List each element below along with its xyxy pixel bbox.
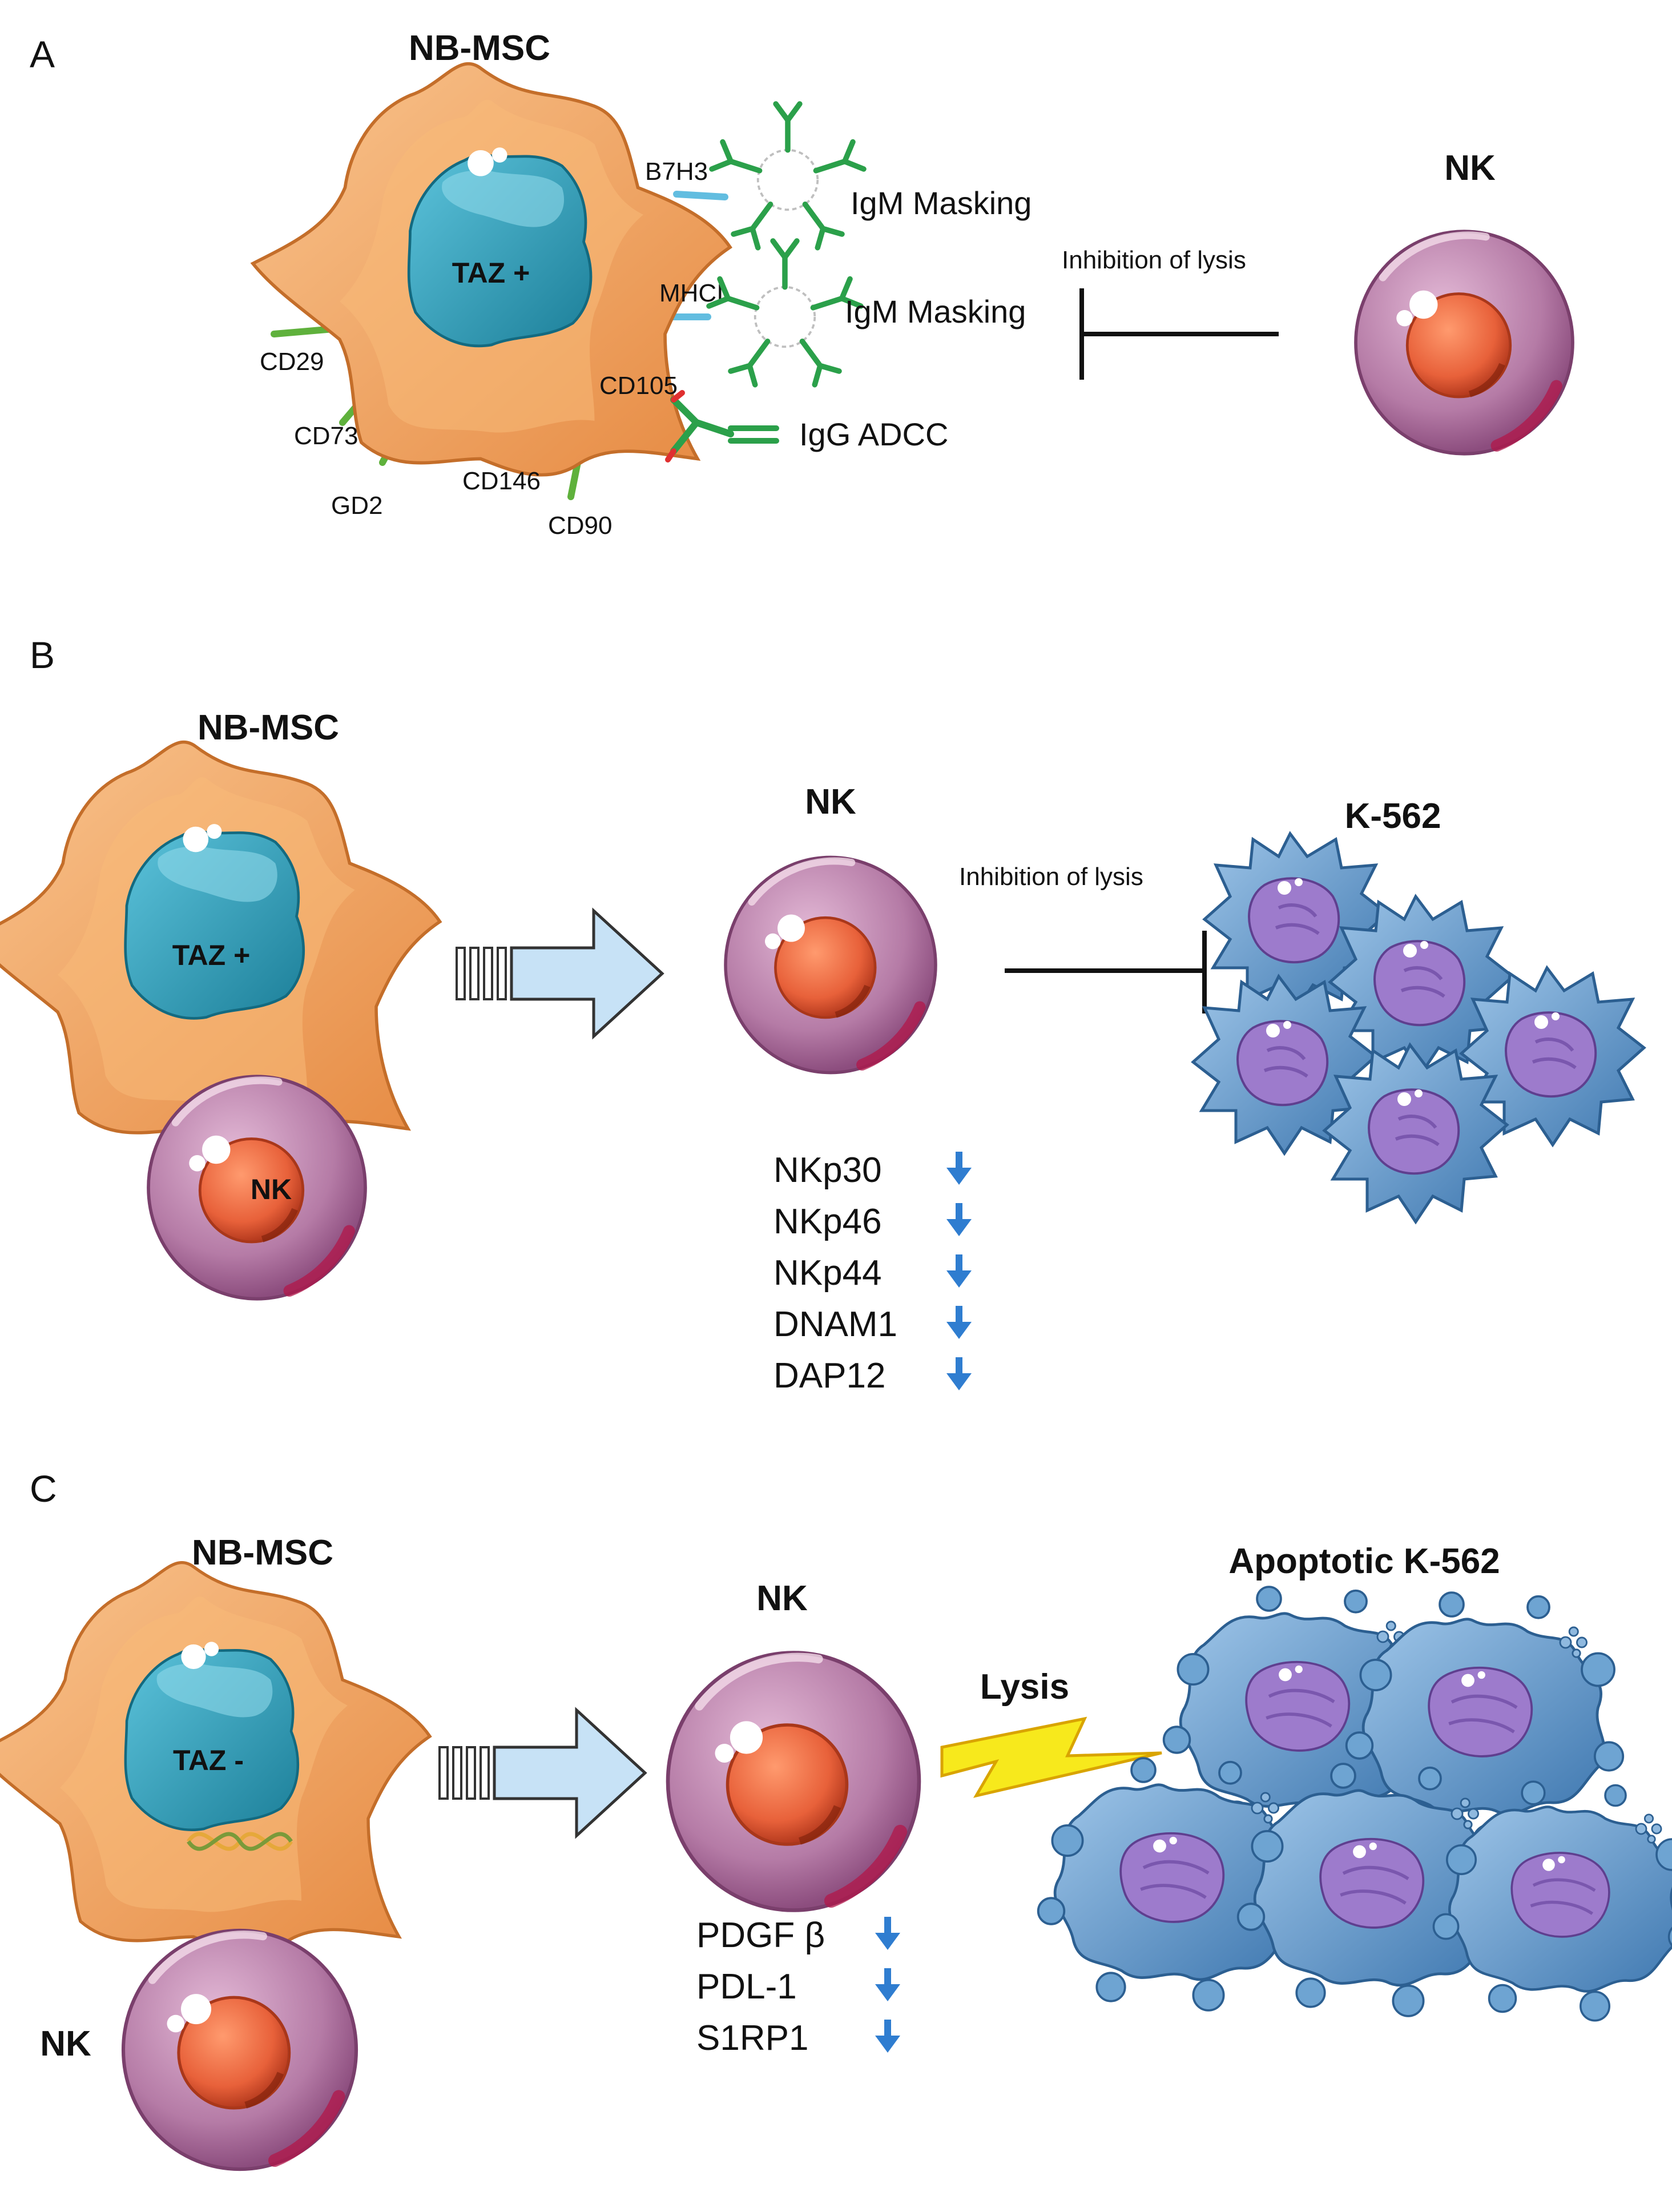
panel-a-letter: A (30, 33, 55, 75)
inhibition-label-a: Inhibition of lysis (1062, 246, 1246, 274)
panel-b-target-title: K-562 (1345, 797, 1441, 836)
panel-c-msc-title: NB-MSC (192, 1533, 333, 1572)
receptor-label-cd73: CD73 (294, 422, 358, 450)
nk-cell-c (668, 1653, 919, 1911)
taz-label-c: TAZ - (173, 1744, 244, 1776)
receptor-label-cd146: CD146 (462, 467, 541, 495)
marker-pdgf-beta: PDGF β (696, 1916, 825, 1955)
marker-nkp44: NKp44 (773, 1253, 882, 1293)
igm-antibody-2 (709, 241, 861, 385)
nk-cell-a (1356, 231, 1573, 454)
receptor-label-cd105: CD105 (599, 372, 678, 400)
k562-cluster (1193, 834, 1644, 1222)
marker-nkp46: NKp46 (773, 1202, 882, 1241)
antibody-label-igm-1: IgM Masking (851, 185, 1032, 221)
lightning-icon (940, 1716, 1162, 1798)
inhibition-bar-b (1005, 931, 1207, 1014)
receptor-label-cd90: CD90 (548, 512, 613, 540)
nk-cell-b (726, 857, 936, 1072)
lysis-label: Lysis (980, 1667, 1069, 1707)
igm-antibody-1 (712, 104, 864, 248)
down-arrow-icon (946, 1203, 972, 1236)
down-arrow-icon (946, 1152, 972, 1185)
panel-b-nk-title: NK (805, 782, 856, 822)
taz-label: TAZ + (452, 257, 530, 289)
panel-c-target-title: Apoptotic K-562 (1228, 1542, 1500, 1581)
nk-cell-label-b: NK (251, 1173, 292, 1205)
nk-cell-label-c: NK (40, 2024, 91, 2064)
panel-c-letter: C (30, 1467, 57, 1510)
igg-antibody (665, 390, 779, 462)
panel-b: B NB-MSC TAZ + NK NK Inhibition of lysis… (0, 634, 1644, 1395)
panel-a: A NB-MSC TAZ + B7H3 MHCI CD105 CD29 CD73… (30, 29, 1573, 540)
down-arrow-icon (946, 1306, 972, 1339)
panel-c: C NB-MSC TAZ - NK NK Lysis Apoptotic K-5… (0, 1467, 1672, 2169)
block-arrow-b (457, 911, 662, 1036)
receptor-label-b7h3: B7H3 (645, 158, 708, 186)
dna-icon (187, 1832, 293, 1851)
marker-dnam1: DNAM1 (773, 1305, 897, 1344)
taz-label-b: TAZ + (172, 939, 251, 971)
marker-s1rp1: S1RP1 (696, 2018, 808, 2058)
inhibition-bar-a (1079, 288, 1279, 380)
antibody-label-igg: IgG ADCC (799, 416, 948, 452)
down-arrow-icon (946, 1254, 972, 1288)
panel-a-nk-title: NK (1444, 148, 1496, 188)
marker-list-b: NKp30 NKp46 NKp44 DNAM1 DAP12 (773, 1151, 972, 1395)
inhibition-label-b: Inhibition of lysis (959, 863, 1143, 891)
marker-pdl1: PDL-1 (696, 1967, 797, 2006)
down-arrow-icon (946, 1357, 972, 1390)
marker-dap12: DAP12 (773, 1356, 885, 1395)
apoptotic-k562-cluster (1038, 1587, 1672, 2021)
marker-list-c: PDGF β PDL-1 S1RP1 (696, 1916, 900, 2058)
b7h3-receptor (673, 191, 728, 200)
receptor-label-gd2: GD2 (331, 492, 382, 520)
panel-b-msc-title: NB-MSC (198, 708, 339, 747)
receptor-label-cd29: CD29 (260, 348, 324, 376)
panel-b-letter: B (30, 634, 55, 676)
down-arrow-icon (875, 1968, 900, 2001)
down-arrow-icon (875, 2020, 900, 2053)
down-arrow-icon (875, 1917, 900, 1950)
nk-cell-c-bound (123, 1931, 356, 2169)
antibody-label-igm-2: IgM Masking (845, 293, 1026, 329)
marker-nkp30: NKp30 (773, 1151, 882, 1190)
block-arrow-c (440, 1710, 645, 1836)
panel-a-msc-title: NB-MSC (409, 29, 550, 68)
panel-c-nk-title: NK (756, 1579, 808, 1618)
